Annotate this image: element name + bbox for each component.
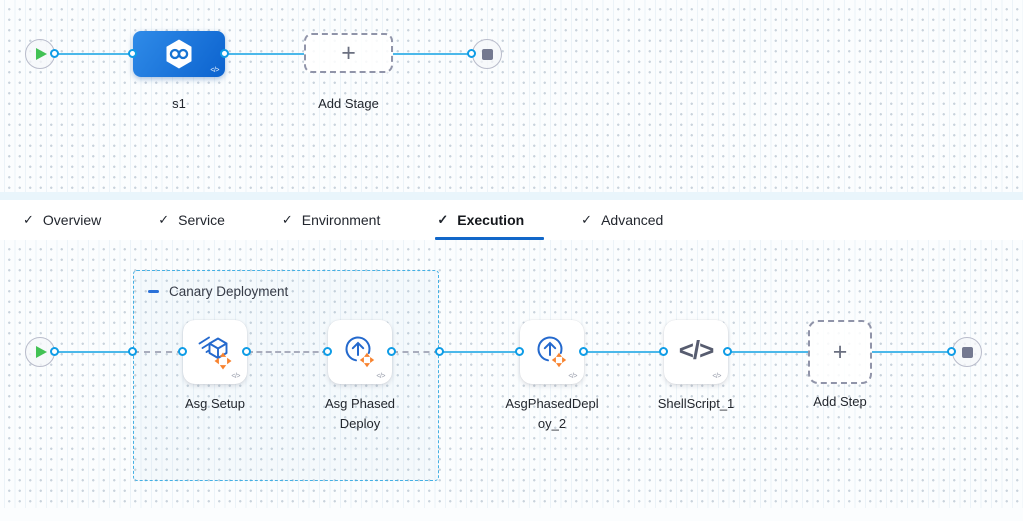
tab-overview[interactable]: ✓ Overview <box>23 200 101 240</box>
add-stage-label: Add Stage <box>318 96 379 111</box>
stage-node-s1[interactable]: </> <box>133 31 225 77</box>
tab-environment[interactable]: ✓ Environment <box>282 200 381 240</box>
step-label: ShellScript_1 <box>657 396 735 411</box>
stop-icon <box>961 346 973 358</box>
cd-stage-icon <box>166 39 192 69</box>
connector-dot <box>50 347 59 356</box>
step-node-asg-phased-deploy-2[interactable]: </> <box>520 320 584 384</box>
connector-dot <box>128 49 137 58</box>
check-icon: ✓ <box>437 212 449 227</box>
code-badge-icon: </> <box>568 373 577 380</box>
shell-script-icon: </> <box>678 334 715 365</box>
add-stage-button[interactable]: + <box>304 33 393 73</box>
phased-deploy-icon <box>345 336 375 368</box>
connector-dot <box>242 347 251 356</box>
execution-graph-canvas: Canary Deployment <box>0 240 1023 521</box>
tab-label: Service <box>178 212 225 228</box>
check-icon: ✓ <box>23 212 34 227</box>
connector-dot <box>128 347 137 356</box>
add-step-button[interactable]: + <box>808 320 872 384</box>
stop-icon <box>481 48 493 60</box>
canvas-bottom-margin <box>0 508 1023 521</box>
connector-dot <box>723 347 732 356</box>
stage-config-tabs: ✓ Overview ✓ Service ✓ Environment ✓ Exe… <box>0 200 1023 240</box>
tab-label: Advanced <box>601 212 664 228</box>
connector-line <box>225 53 304 55</box>
tab-label: Overview <box>42 212 102 228</box>
connector-dot <box>435 347 444 356</box>
check-icon: ✓ <box>281 212 293 227</box>
add-step-label: Add Step <box>813 394 867 409</box>
connector-dot <box>387 347 396 356</box>
plus-icon: + <box>832 337 848 366</box>
check-icon: ✓ <box>581 212 593 227</box>
step-group-header[interactable]: Canary Deployment <box>148 284 288 299</box>
connector-line <box>55 351 133 353</box>
connector-line <box>440 351 520 353</box>
tab-service[interactable]: ✓ Service <box>158 200 225 240</box>
check-icon: ✓ <box>158 212 170 227</box>
pipeline-end-node <box>472 39 502 69</box>
connector-line <box>392 351 440 353</box>
tab-execution[interactable]: ✓ Execution <box>435 200 544 240</box>
asg-setup-cube-icon <box>198 336 232 370</box>
plus-icon: + <box>341 38 356 67</box>
play-icon <box>36 346 47 358</box>
tab-advanced[interactable]: ✓ Advanced <box>581 200 663 240</box>
step-node-asg-setup[interactable]: </> <box>183 320 247 384</box>
connector-line <box>584 351 664 353</box>
connector-dot <box>515 347 524 356</box>
play-icon <box>36 48 47 60</box>
connector-dot <box>467 49 476 58</box>
step-group-canary-deployment: Canary Deployment <box>133 270 439 481</box>
connector-line <box>55 53 133 55</box>
connector-dot <box>947 347 956 356</box>
step-node-asg-phased-deploy[interactable]: </> <box>328 320 392 384</box>
step-label: AsgPhasedDeploy_2 <box>505 396 599 431</box>
connector-dot <box>323 347 332 356</box>
connector-dot <box>178 347 187 356</box>
step-label: Asg Setup <box>185 396 245 411</box>
step-node-shellscript-1[interactable]: </> </> <box>664 320 728 384</box>
step-group-title: Canary Deployment <box>169 284 289 299</box>
stage-label: s1 <box>172 96 186 111</box>
connector-dot <box>579 347 588 356</box>
tab-label: Execution <box>457 212 525 228</box>
stage-graph-canvas: </> + s1 Add Stage <box>0 0 1023 192</box>
tab-label: Environment <box>301 212 381 228</box>
execution-end-node <box>952 337 982 367</box>
connector-line <box>247 351 328 353</box>
connector-line <box>872 351 952 353</box>
connector-line <box>393 53 472 55</box>
step-label: Asg Phased Deploy <box>324 396 396 431</box>
code-badge-icon: </> <box>376 373 385 380</box>
code-badge-icon: </> <box>210 67 219 74</box>
connector-dot <box>659 347 668 356</box>
connector-dot <box>220 49 229 58</box>
phased-deploy-icon <box>537 336 567 368</box>
connector-dot <box>50 49 59 58</box>
canvas-divider-band <box>0 192 1023 200</box>
connector-line <box>728 351 808 353</box>
code-badge-icon: </> <box>712 373 721 380</box>
collapse-icon[interactable] <box>148 290 159 293</box>
code-badge-icon: </> <box>231 373 240 380</box>
connector-line <box>133 351 183 353</box>
